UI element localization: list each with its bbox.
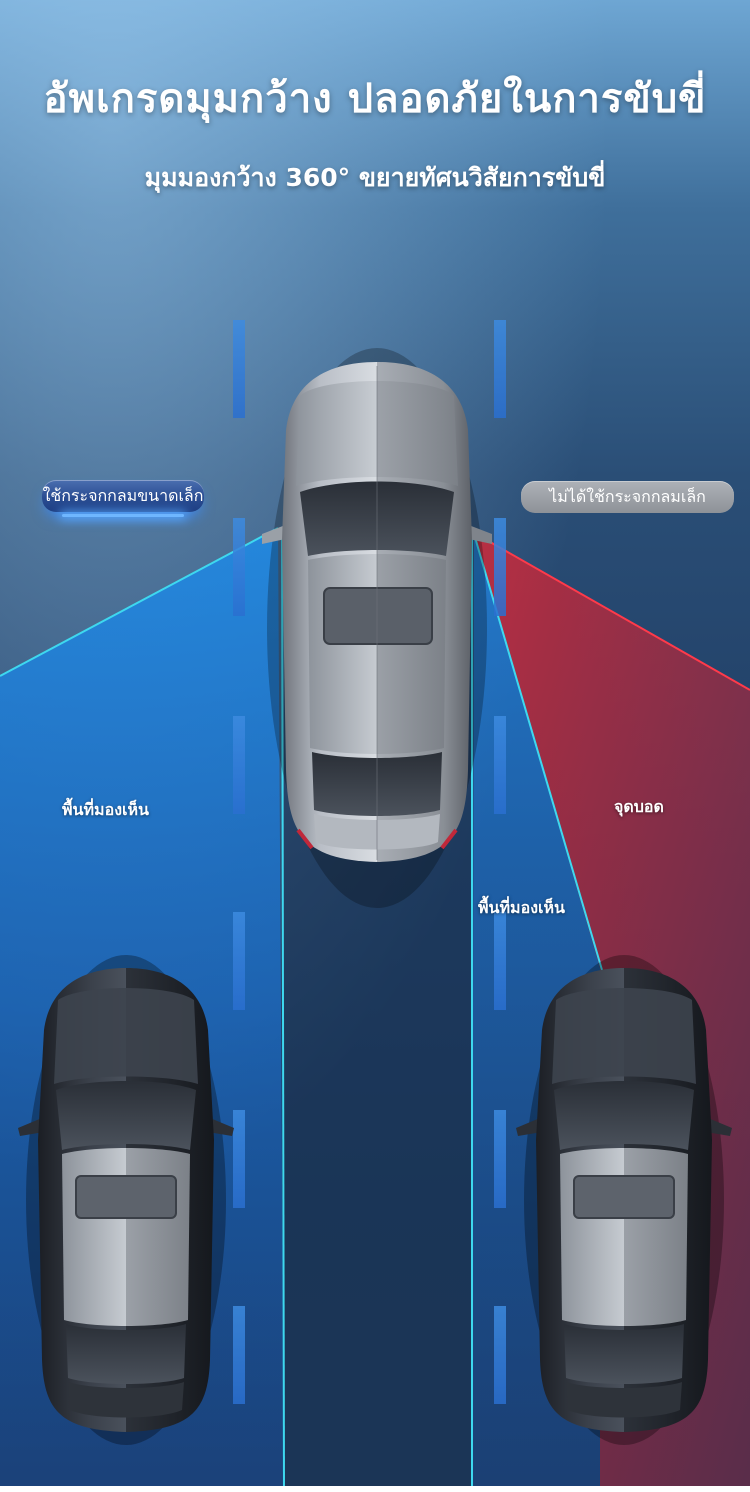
visible-area-left-label: พื้นที่มองเห็น	[62, 800, 149, 819]
lane-dashes-left	[233, 320, 245, 1404]
without-mirror-badge: ไม่ได้ใช้กระจกกลมเล็ก	[521, 481, 734, 513]
dark-car-right	[516, 955, 732, 1445]
visible-area-right-label: พื้นที่มองเห็น	[478, 898, 565, 917]
page-subtitle: มุมมองกว้าง 360° ขยายทัศนวิสัยการขับขี่	[144, 163, 606, 192]
dark-car-left	[18, 955, 234, 1445]
page-title: อัพเกรดมุมกว้าง ปลอดภัยในการขับขี่	[43, 76, 707, 122]
bottom-border	[0, 1486, 750, 1492]
beam-line-left-outer	[0, 527, 279, 677]
silver-car	[262, 348, 492, 908]
lane-dashes-right	[494, 320, 506, 1404]
with-mirror-badge: ใช้กระจกกลมขนาดเล็ก	[42, 480, 204, 517]
blind-spot-label: จุดบอด	[614, 797, 664, 816]
beam-line-left-inner	[281, 529, 285, 1492]
blind-spot-edge	[475, 533, 750, 691]
